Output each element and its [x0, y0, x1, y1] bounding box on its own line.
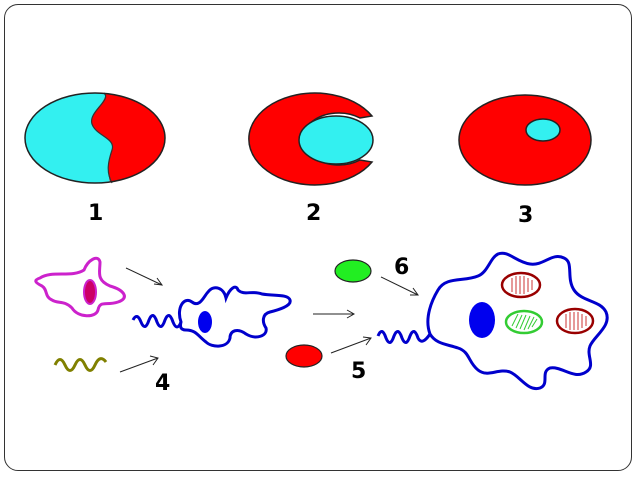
label-1: 1: [88, 201, 103, 226]
figure-3-cyan-organelle: [525, 118, 561, 142]
slide-frame: [4, 4, 632, 471]
label-2: 2: [306, 201, 321, 226]
label-6: 6: [394, 255, 409, 280]
mitochondrion-right: [555, 307, 595, 335]
label-4: 4: [155, 371, 170, 396]
green-endosymbiont: [334, 259, 372, 283]
figure-1-split-cell: [24, 92, 166, 184]
arrows: [119, 267, 419, 373]
purple-amoeba-nucleus: [83, 279, 97, 305]
red-endosymbiont: [285, 344, 323, 368]
arrow-purple-to-blue: [125, 267, 163, 286]
purple-amoeba-outline: [34, 256, 126, 318]
figure-1-cyan-half: [25, 93, 113, 183]
figure-2-engulfing-cell: [248, 92, 374, 186]
figure-3-host-with-organelle: [458, 94, 592, 186]
label-3: 3: [518, 203, 533, 228]
mitochondrion-top: [500, 271, 542, 299]
eukaryotic-nucleus: [469, 302, 495, 338]
chloroplast: [504, 309, 544, 335]
figure-2-cyan-inner: [298, 115, 374, 165]
blue-flagellum-right: [376, 330, 432, 344]
eukaryotic-cell: [376, 251, 609, 391]
figure-3-red-cell: [458, 94, 592, 186]
blue-cell-outline-middle: [177, 285, 292, 348]
label-5: 5: [351, 359, 366, 384]
purple-amoeba-cell: [34, 256, 126, 318]
blue-nucleus-middle: [198, 311, 212, 333]
blue-flagellum-middle: [131, 314, 183, 329]
figure-1-outline: [24, 92, 166, 184]
olive-bacterium: [53, 357, 108, 372]
arrow-red-to-flagellate: [330, 337, 372, 354]
arrow-green-to-cell: [380, 276, 419, 296]
blue-flagellated-cell: [131, 285, 292, 348]
arrow-olive-to-blue: [119, 357, 159, 373]
